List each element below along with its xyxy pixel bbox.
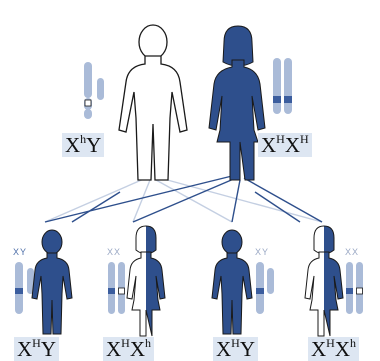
child2-chromosomes: XX (107, 247, 125, 314)
child1-chromosomes: XY (13, 247, 34, 314)
child2-chrom-label: XX (107, 247, 121, 257)
child1-genotype: XHY (14, 337, 59, 361)
child1-chrom-label: XY (13, 247, 27, 257)
line-father-child1 (45, 178, 146, 222)
child4-chromosomes: XX (345, 247, 363, 314)
child4-figure (305, 226, 343, 336)
mother-chromosomes (273, 58, 292, 114)
inheritance-lines (45, 176, 322, 222)
line-mother-child3 (232, 180, 240, 222)
child3-chrom-label: XY (255, 247, 269, 257)
mother-figure (209, 26, 265, 180)
line-mother-child4 (244, 178, 322, 222)
child2-genotype: XHXh (103, 337, 154, 361)
child4-chrom-label: XX (345, 247, 359, 257)
child4-genotype: XHXh (308, 337, 359, 361)
father-figure (119, 25, 187, 180)
child3-chromosomes: XY (255, 247, 274, 314)
child2-figure (127, 226, 165, 336)
line-father-child3 (156, 180, 232, 222)
child3-figure (212, 230, 252, 334)
mother-genotype: XHXH (258, 133, 312, 157)
father-chromosomes (84, 62, 104, 119)
line-mother-child1 (45, 176, 232, 222)
child1-figure (32, 230, 72, 334)
father-genotype: XhY (62, 133, 104, 157)
child3-genotype: XHY (213, 337, 258, 361)
